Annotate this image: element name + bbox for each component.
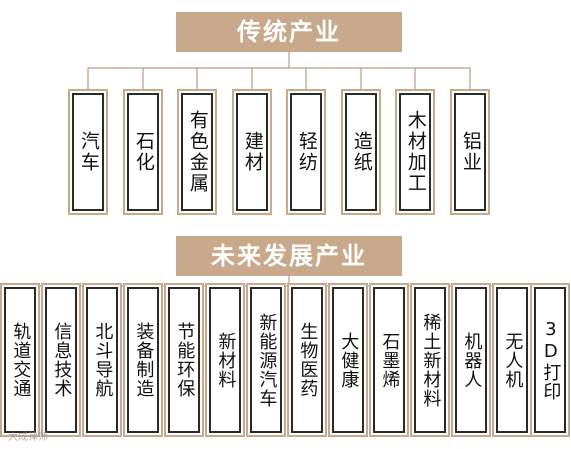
future-item-13: 无人机: [496, 287, 528, 433]
traditional-item-2: 石化: [127, 93, 159, 211]
traditional-item-4: 建材: [236, 93, 268, 211]
traditional-item-label: 轻纺: [295, 131, 318, 173]
traditional-item-label: 石化: [132, 131, 155, 173]
future-item-11: 稀土新材料: [414, 287, 446, 433]
traditional-item-7: 木材加工: [399, 93, 431, 211]
future-item-8: 生物医药: [291, 287, 323, 433]
traditional-item-6: 造纸: [345, 93, 377, 211]
traditional-item-3: 有色金属: [181, 93, 213, 211]
watermark: 大成律师: [8, 432, 48, 443]
traditional-item-label: 造纸: [350, 131, 373, 173]
future-item-7: 新能源汽车: [250, 287, 282, 433]
future-item-6: 新材料: [209, 287, 241, 433]
future-item-label: 稀土新材料: [420, 312, 442, 408]
future-item-label: 大健康: [338, 331, 360, 389]
future-item-label: 生物医药: [297, 322, 319, 398]
future-industry-banner: 未来发展产业: [176, 236, 402, 276]
future-item-5: 节能环保: [168, 287, 200, 433]
future-item-label: 节能环保: [174, 322, 196, 398]
traditional-item-8: 铝业: [454, 93, 486, 211]
traditional-item-label: 建材: [241, 131, 264, 173]
future-item-label: 装备制造: [133, 322, 155, 398]
traditional-industry-banner: 传统产业: [176, 12, 402, 52]
future-item-1: 轨道交通: [4, 287, 36, 433]
future-item-label: 新材料: [215, 331, 237, 389]
future-item-3: 北斗导航: [86, 287, 118, 433]
future-item-label: 北斗导航: [92, 322, 114, 398]
future-item-10: 石墨烯: [373, 287, 405, 433]
future-item-label: 石墨烯: [379, 331, 401, 389]
traditional-item-label: 有色金属: [186, 110, 209, 194]
future-item-label: 轨道交通: [10, 322, 32, 398]
future-item-label: 机器人: [461, 331, 483, 389]
traditional-item-5: 轻纺: [290, 93, 322, 211]
future-item-label: 新能源汽车: [256, 312, 278, 408]
future-item-9: 大健康: [332, 287, 364, 433]
future-item-label: 3D打印: [540, 319, 562, 401]
traditional-item-label: 汽车: [77, 131, 100, 173]
future-item-2: 信息技术: [45, 287, 77, 433]
future-item-label: 无人机: [502, 331, 524, 389]
future-item-12: 机器人: [455, 287, 487, 433]
traditional-item-label: 木材加工: [404, 110, 427, 194]
future-item-label: 信息技术: [51, 322, 73, 398]
future-item-4: 装备制造: [127, 287, 159, 433]
traditional-item-1: 汽车: [72, 93, 104, 211]
future-item-14: 3D打印: [534, 287, 566, 433]
traditional-item-label: 铝业: [459, 131, 482, 173]
